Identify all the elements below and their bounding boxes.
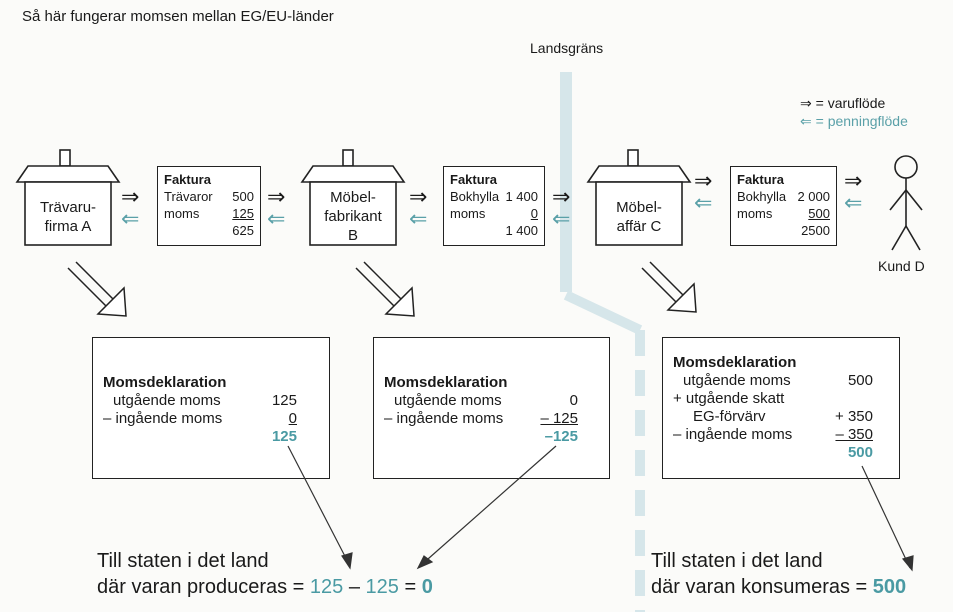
double-arrow-right-icon: ⇒ <box>267 184 286 209</box>
house-b <box>300 149 406 246</box>
legend: ⇒ = varuflöde ⇐ = penningflöde <box>800 94 908 130</box>
pointer-line-c <box>861 465 911 569</box>
house-a <box>15 149 121 246</box>
double-arrow-left-icon: ⇐ <box>121 206 140 231</box>
double-arrow-left-icon: ⇐ <box>800 113 812 129</box>
house-c-label: Möbel- affär C <box>616 199 662 235</box>
border-guide-upper <box>560 72 572 292</box>
border-label: Landsgräns <box>530 40 604 56</box>
double-arrow-right-icon: ⇒ <box>409 184 428 209</box>
double-arrow-left-icon: ⇐ <box>694 190 713 215</box>
pointer-line-a <box>287 445 351 567</box>
pointer-head-c <box>901 555 914 572</box>
double-arrow-right-icon: ⇒ <box>121 184 140 209</box>
house-a-label: Trävaru- firma A <box>39 199 97 235</box>
double-arrow-right-icon: ⇒ <box>844 168 863 193</box>
pointer-line-b <box>419 445 557 567</box>
double-arrow-right-icon: ⇒ <box>552 184 571 209</box>
pointer-head-b <box>416 555 434 570</box>
big-arrow-b-icon <box>355 261 415 317</box>
double-arrow-left-icon: ⇐ <box>267 206 286 231</box>
big-arrow-a-icon <box>67 261 127 317</box>
person-icon <box>889 155 923 251</box>
pointer-head-a <box>341 552 353 570</box>
customer-label: Kund D <box>878 258 925 274</box>
border-guide-bend <box>563 290 643 335</box>
house-c <box>586 149 692 246</box>
big-arrow-c-icon <box>641 261 697 313</box>
diagram-title: Så här fungerar momsen mellan EG/EU-länd… <box>22 8 334 25</box>
legend-money: ⇐ = penningflöde <box>800 113 908 129</box>
bottom-right-text: Till staten i det land där varan konsume… <box>651 550 907 598</box>
double-arrow-left-icon: ⇐ <box>844 190 863 215</box>
double-arrow-left-icon: ⇐ <box>409 206 428 231</box>
double-arrow-right-icon: ⇒ <box>800 95 812 111</box>
double-arrow-left-icon: ⇐ <box>552 206 571 231</box>
bottom-left-text: Till staten i det land där varan produce… <box>97 550 433 598</box>
double-arrow-right-icon: ⇒ <box>694 168 713 193</box>
legend-goods: ⇒ = varuflöde <box>800 95 886 111</box>
house-b-label: Möbel- fabrikant B <box>324 189 382 244</box>
